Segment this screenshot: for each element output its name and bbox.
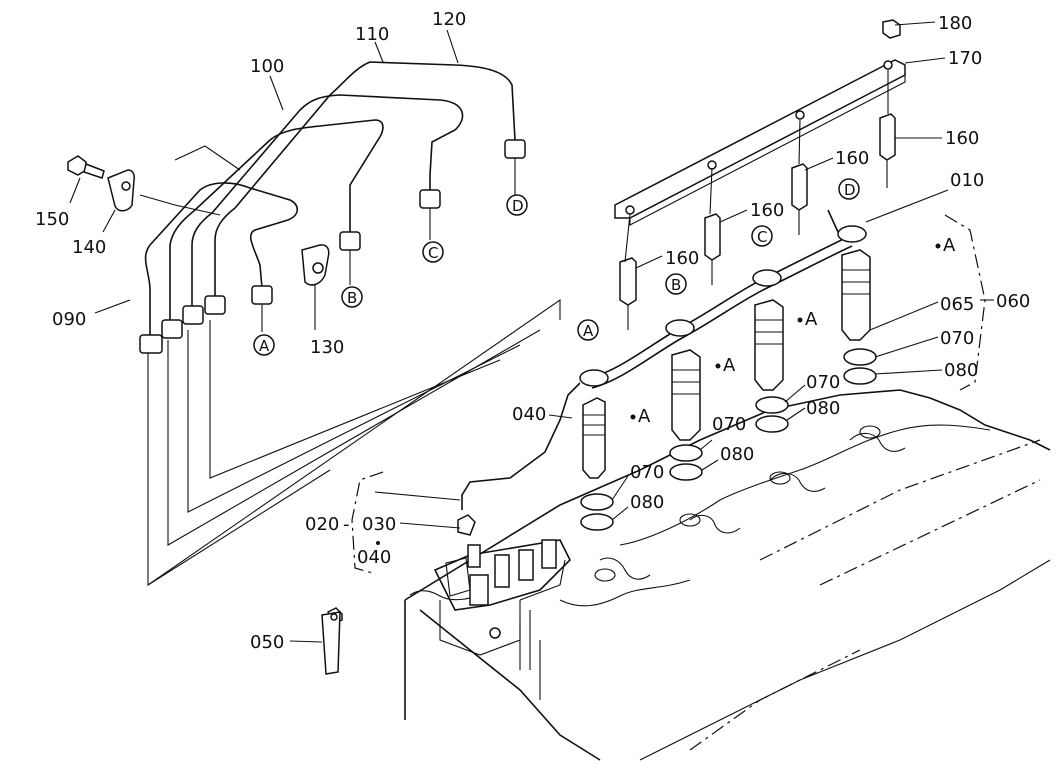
nozzle-holders bbox=[582, 249, 871, 479]
marker-d-pipe: D bbox=[512, 197, 524, 215]
label-separator: - bbox=[343, 514, 350, 535]
label-090: 090 bbox=[52, 309, 86, 330]
label-170: 170 bbox=[948, 48, 982, 69]
label-070-a: 070 bbox=[940, 328, 974, 349]
marker-b-leakoff: B bbox=[671, 276, 681, 294]
part-number-labels: 120 110 100 180 170 160 160 160 160 160 … bbox=[35, 9, 1030, 653]
marker-b-pipe: B bbox=[347, 289, 357, 307]
label-020: 020 bbox=[305, 514, 339, 535]
label-040-b: 040 bbox=[357, 547, 391, 568]
label-140: 140 bbox=[72, 237, 106, 258]
label-070-b: 070 bbox=[806, 372, 840, 393]
injection-pump bbox=[433, 539, 571, 670]
label-080-a: 080 bbox=[944, 360, 978, 381]
label-080-b: 080 bbox=[806, 398, 840, 419]
tag-a-3: A bbox=[805, 309, 818, 330]
label-160-d: 160 bbox=[665, 248, 699, 269]
leader-lines bbox=[69, 21, 994, 643]
marker-d-leakoff: D bbox=[844, 181, 856, 199]
label-100: 100 bbox=[250, 56, 284, 77]
label-080-c: 080 bbox=[720, 444, 754, 465]
label-160-c: 160 bbox=[750, 200, 784, 221]
circled-markers: A B C D A B C D bbox=[253, 178, 860, 356]
label-065: 065 bbox=[940, 294, 974, 315]
label-160-b: 160 bbox=[835, 148, 869, 169]
label-070-c: 070 bbox=[712, 414, 746, 435]
glow-plugs bbox=[619, 70, 896, 330]
pipe-clamps bbox=[67, 145, 330, 286]
label-dot bbox=[376, 541, 380, 545]
label-080-d: 080 bbox=[630, 492, 664, 513]
tag-a-4: A bbox=[943, 235, 956, 256]
label-030: 030 bbox=[362, 514, 396, 535]
glow-plug-bus-bar bbox=[614, 19, 906, 226]
label-130: 130 bbox=[310, 337, 344, 358]
marker-c-leakoff: C bbox=[757, 228, 767, 246]
pipe-nuts bbox=[139, 139, 526, 354]
marker-c-pipe: C bbox=[428, 244, 438, 262]
tag-a-1: A bbox=[638, 406, 651, 427]
assembly-tags: A A A A bbox=[630, 235, 956, 427]
tag-a-2: A bbox=[723, 355, 736, 376]
marker-a-leakoff: A bbox=[583, 322, 594, 340]
label-040-a: 040 bbox=[512, 404, 546, 425]
label-110: 110 bbox=[355, 24, 389, 45]
label-180: 180 bbox=[938, 13, 972, 34]
label-050: 050 bbox=[250, 632, 284, 653]
label-060: 060 bbox=[996, 291, 1030, 312]
injection-pipes bbox=[144, 61, 561, 587]
marker-a-pipe: A bbox=[259, 337, 270, 355]
label-070-d: 070 bbox=[630, 462, 664, 483]
leak-off-pipe bbox=[461, 209, 867, 510]
label-010: 010 bbox=[950, 170, 984, 191]
label-160-a: 160 bbox=[945, 128, 979, 149]
overflow-hose bbox=[321, 514, 476, 675]
engine-cylinder-head bbox=[404, 389, 1051, 761]
label-120: 120 bbox=[432, 9, 466, 30]
label-150: 150 bbox=[35, 209, 69, 230]
washers bbox=[580, 348, 877, 531]
